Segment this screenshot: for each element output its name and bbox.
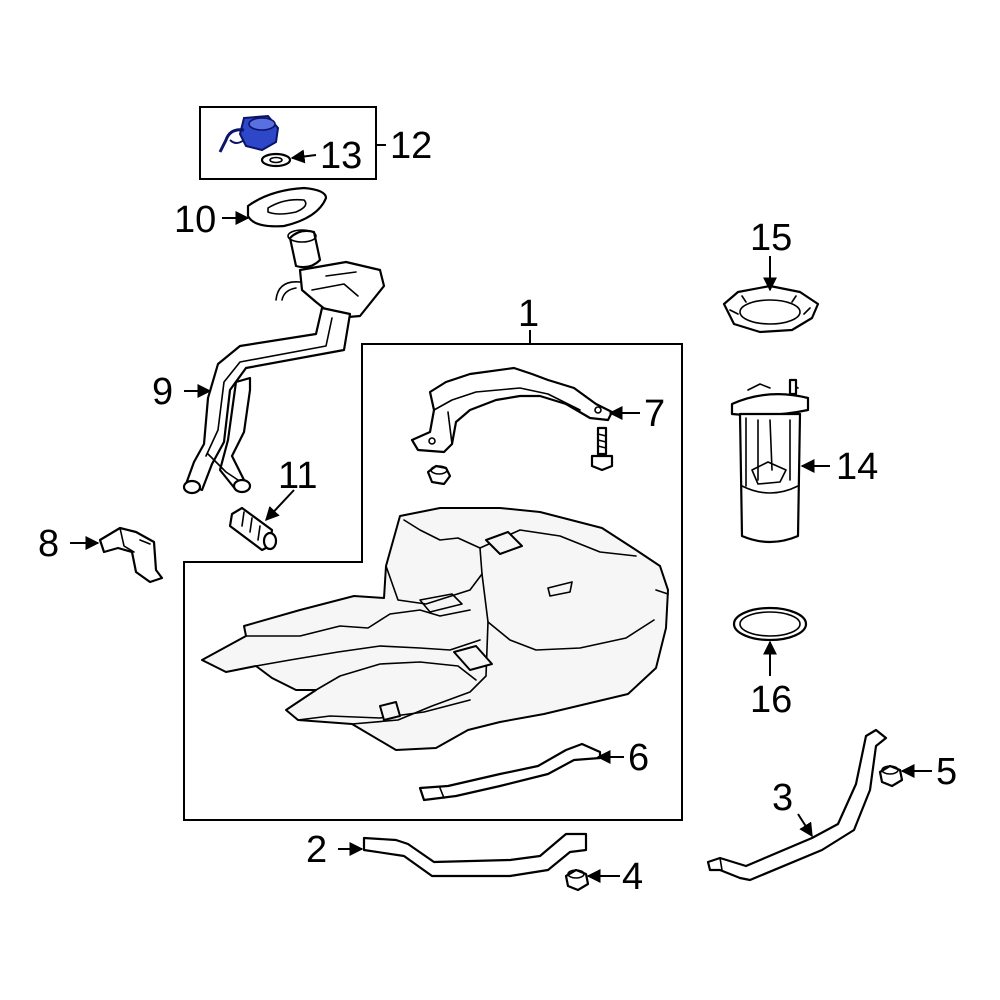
callout-3: 3 [772, 777, 793, 819]
callout-2: 2 [306, 829, 327, 871]
group-frame-12 [199, 106, 377, 180]
callout-14: 14 [836, 446, 878, 488]
part-14-fuel-pump[interactable] [730, 378, 810, 544]
callout-1: 1 [518, 293, 539, 335]
leader-3 [797, 813, 813, 838]
leader-11 [265, 489, 295, 522]
callout-15: 15 [750, 217, 792, 259]
callout-12: 12 [390, 125, 432, 167]
leader-13 [290, 149, 317, 164]
callout-8: 8 [38, 523, 59, 565]
part-16-seal[interactable] [732, 606, 808, 642]
part-2-strap[interactable] [362, 832, 588, 878]
part-7-bolt[interactable] [590, 426, 614, 472]
callout-16: 16 [750, 679, 792, 721]
part-15-lock-ring[interactable] [722, 284, 820, 334]
callout-9: 9 [152, 371, 173, 413]
part-7-strap[interactable] [410, 366, 614, 454]
callout-7: 7 [644, 393, 665, 435]
part-3-strap[interactable] [706, 728, 888, 882]
part-10-gasket[interactable] [246, 186, 328, 228]
part-1-fuel-tank[interactable] [201, 507, 669, 751]
part-9-filler-neck[interactable] [182, 229, 386, 495]
callout-5: 5 [936, 751, 957, 793]
callout-13: 13 [320, 135, 362, 177]
part-5-nut[interactable] [878, 764, 904, 788]
part-13-valve[interactable] [218, 114, 280, 153]
part-13-gasket[interactable] [260, 152, 292, 168]
part-11-vent-valve[interactable] [228, 506, 278, 552]
part-8-bracket[interactable] [98, 526, 164, 584]
group-frame-1 [183, 343, 683, 821]
part-7-nut[interactable] [426, 464, 452, 486]
part-6-strap[interactable] [418, 742, 602, 802]
callout-6: 6 [628, 737, 649, 779]
callout-4: 4 [622, 856, 643, 898]
callout-11: 11 [278, 455, 317, 497]
callout-10: 10 [174, 199, 216, 241]
part-4-nut[interactable] [564, 868, 590, 892]
